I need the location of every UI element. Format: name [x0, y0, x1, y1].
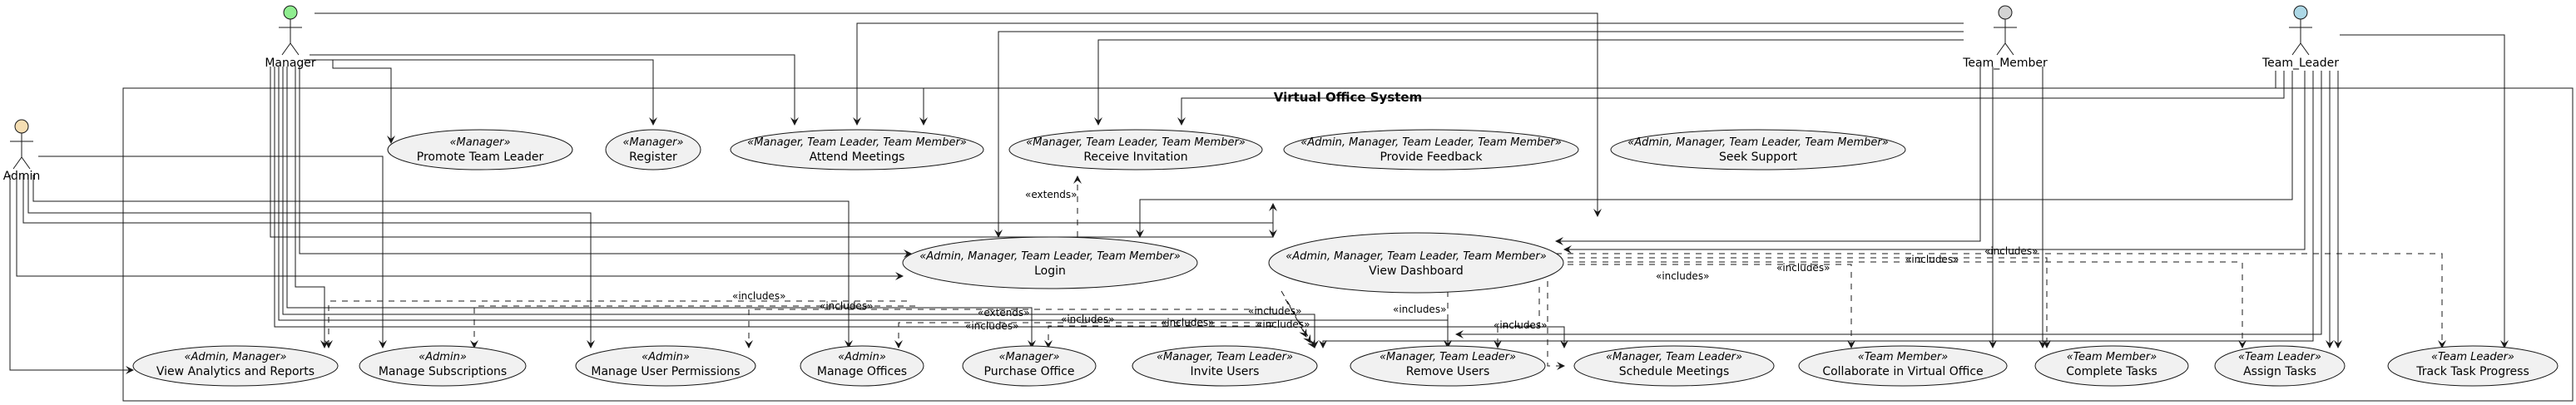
svg-text:«Admin»: «Admin» [419, 351, 467, 363]
use-case-login: «Admin, Manager, Team Leader, Team Membe… [902, 236, 1198, 289]
includes-label: «includes» [820, 300, 873, 312]
includes-label: «includes» [1656, 270, 1709, 282]
actor-label: Admin [3, 170, 41, 183]
use-case-manage-subscriptions: «Admin» Manage Subscriptions [359, 345, 527, 387]
includes-label: «includes» [1905, 254, 1959, 265]
svg-text:Manage Offices: Manage Offices [817, 365, 907, 378]
use-case-view-dashboard: «Admin, Manager, Team Leader, Team Membe… [1268, 232, 1564, 294]
use-case-complete-tasks: «Team Member» Complete Tasks [2034, 345, 2189, 387]
use-case-receive-invitation: «Manager, Team Leader, Team Member» Rece… [1008, 129, 1263, 170]
includes-label: «includes» [965, 320, 1018, 332]
use-case-attend-meetings: «Manager, Team Leader, Team Member» Atte… [730, 129, 984, 170]
svg-text:«Team Leader»: «Team Leader» [2431, 351, 2514, 363]
team-member-associations [853, 22, 2047, 348]
dependencies: «extends» «includes» «includes» «extends… [324, 175, 2446, 370]
actor-head-icon [14, 119, 29, 134]
use-case-purchase-office: «Manager» Purchase Office [962, 345, 1097, 387]
use-case-assign-tasks: «Team Leader» Assign Tasks [2214, 345, 2346, 387]
svg-text:Receive Invitation: Receive Invitation [1083, 151, 1187, 164]
actor-admin: Admin [3, 119, 41, 183]
svg-text:«Manager, Team Leader, Team Me: «Manager, Team Leader, Team Member» [1026, 136, 1246, 149]
svg-text:«Admin, Manager, Team Leader,: «Admin, Manager, Team Leader, Team Membe… [919, 250, 1181, 263]
use-case-manage-offices: «Admin» Manage Offices [800, 345, 924, 387]
svg-text:Attend Meetings: Attend Meetings [810, 151, 905, 164]
extends-label: «extends» [1025, 189, 1077, 200]
system-title: Virtual Office System [1274, 90, 1422, 105]
svg-text:Seek Support: Seek Support [1719, 151, 1798, 164]
admin-associations [9, 156, 1277, 374]
use-case-manage-permissions: «Admin» Manage User Permissions [575, 345, 756, 387]
includes-label: «includes» [1494, 319, 1547, 331]
use-case-schedule-meetings: «Manager, Team Leader» Schedule Meetings [1573, 345, 1775, 387]
svg-text:Purchase Office: Purchase Office [984, 365, 1075, 378]
svg-text:Complete Tasks: Complete Tasks [2066, 365, 2157, 378]
use-case-seek-support: «Admin, Manager, Team Leader, Team Membe… [1610, 129, 1906, 170]
actor-head-icon [283, 5, 298, 20]
svg-text:«Manager, Team Leader»: «Manager, Team Leader» [1157, 351, 1293, 363]
actor-label: Manager [265, 57, 316, 70]
svg-text:«Manager, Team Leader»: «Manager, Team Leader» [1380, 351, 1516, 363]
includes-label: «includes» [1776, 262, 1830, 274]
svg-text:«Admin, Manager, Team Leader,: «Admin, Manager, Team Leader, Team Membe… [1300, 136, 1562, 149]
svg-text:«Manager, Team Leader»: «Manager, Team Leader» [1606, 351, 1742, 363]
actor-head-icon [2293, 5, 2308, 20]
svg-text:Manage Subscriptions: Manage Subscriptions [379, 365, 507, 378]
actor-label: Team_Member [1962, 57, 2048, 70]
svg-text:View Dashboard: View Dashboard [1369, 264, 1464, 278]
use-case-collaborate: «Team Member» Collaborate in Virtual Off… [1798, 345, 2008, 387]
actor-head-icon [1998, 5, 2013, 20]
svg-text:«Admin, Manager, Team Leader,: «Admin, Manager, Team Leader, Team Membe… [1627, 136, 1889, 149]
svg-text:Provide Feedback: Provide Feedback [1380, 151, 1483, 164]
svg-text:Promote Team Leader: Promote Team Leader [417, 151, 544, 164]
use-case-remove-users: «Manager, Team Leader» Remove Users [1350, 345, 1546, 387]
actor-team-member: Team_Member [1962, 5, 2048, 70]
actor-team-leader: Team_Leader [2261, 5, 2339, 70]
use-case-provide-feedback: «Admin, Manager, Team Leader, Team Membe… [1283, 129, 1579, 170]
use-case-track-task-progress: «Team Leader» Track Task Progress [2387, 345, 2559, 387]
svg-text:«Team Member»: «Team Member» [2067, 351, 2157, 363]
svg-text:Invite Users: Invite Users [1191, 365, 1260, 378]
svg-text:«Admin»: «Admin» [838, 351, 886, 363]
svg-text:«Manager, Team Leader, Team Me: «Manager, Team Leader, Team Member» [747, 136, 967, 149]
svg-text:«Admin, Manager»: «Admin, Manager» [185, 351, 287, 363]
includes-label: «includes» [1061, 314, 1114, 325]
svg-text:«Manager»: «Manager» [449, 136, 510, 149]
svg-text:Remove Users: Remove Users [1406, 365, 1489, 378]
svg-text:Register: Register [629, 151, 677, 164]
use-case-view-analytics: «Admin, Manager» View Analytics and Repo… [132, 345, 339, 387]
includes-label: «includes» [1161, 317, 1214, 328]
manager-associations [270, 12, 1602, 348]
svg-text:«Team Member»: «Team Member» [1858, 351, 1949, 363]
svg-text:«Manager»: «Manager» [998, 351, 1059, 363]
use-case-promote-team-leader: «Manager» Promote Team Leader [387, 129, 573, 170]
actor-label: Team_Leader [2261, 57, 2339, 70]
svg-text:«Admin»: «Admin» [642, 351, 690, 363]
use-case-register: «Manager» Register [605, 129, 701, 170]
svg-text:Login: Login [1034, 264, 1066, 278]
use-case-invite-users: «Manager, Team Leader» Invite Users [1132, 345, 1318, 387]
svg-text:Track Task Progress: Track Task Progress [2415, 365, 2529, 378]
svg-text:Assign Tasks: Assign Tasks [2243, 365, 2316, 378]
includes-label: «includes» [1393, 304, 1446, 315]
includes-label: «includes» [1248, 305, 1301, 317]
svg-text:«Manager»: «Manager» [622, 136, 683, 149]
team-leader-associations [919, 34, 2509, 348]
actor-manager: Manager [265, 5, 316, 70]
svg-text:Schedule Meetings: Schedule Meetings [1619, 365, 1730, 378]
includes-label: «includes» [732, 290, 785, 302]
svg-text:Manage User Permissions: Manage User Permissions [591, 365, 740, 378]
includes-label: «includes» [1256, 319, 1310, 330]
extends-label: «extends» [978, 307, 1030, 319]
svg-text:«Team Leader»: «Team Leader» [2238, 351, 2321, 363]
svg-text:View Analytics and Reports: View Analytics and Reports [156, 365, 315, 378]
includes-label: «includes» [1984, 245, 2038, 257]
svg-text:«Admin, Manager, Team Leader,: «Admin, Manager, Team Leader, Team Membe… [1286, 250, 1547, 263]
svg-text:Collaborate in Virtual Office: Collaborate in Virtual Office [1822, 365, 1983, 378]
